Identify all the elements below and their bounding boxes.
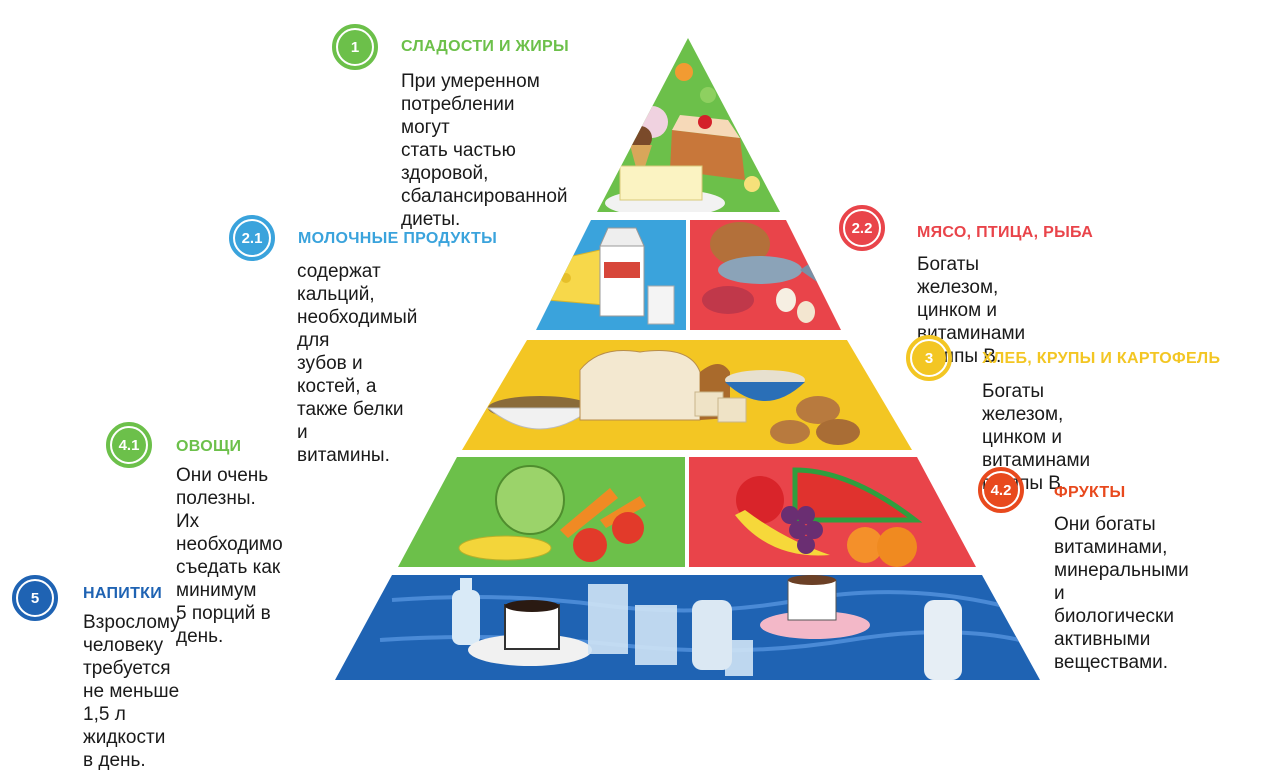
group-number: 4.1 bbox=[112, 428, 146, 462]
group-desc-line: При умеренном bbox=[401, 71, 540, 92]
group-number-badge: 4.1 bbox=[106, 422, 152, 468]
pyramid-tier-meat bbox=[690, 220, 841, 330]
watermelon-icon bbox=[792, 467, 923, 523]
group-number: 3 bbox=[912, 341, 946, 375]
group-desc-line: Они богаты bbox=[1054, 514, 1156, 535]
carrot-icon bbox=[560, 488, 646, 538]
bottle-icon bbox=[924, 600, 962, 680]
bottle-icon bbox=[692, 600, 732, 670]
group-desc-line: здоровой, bbox=[401, 163, 489, 184]
group-number: 2.1 bbox=[235, 221, 269, 255]
crackers-icon bbox=[694, 391, 747, 423]
group-title: МЯСО, ПТИЦА, РЫБА bbox=[917, 224, 1094, 241]
group-desc-line: стать частью bbox=[401, 140, 516, 161]
group-desc-line: Они очень полезны. bbox=[176, 465, 269, 509]
pyramid-tier-fruits bbox=[689, 457, 976, 567]
group-desc-line: витамины. bbox=[297, 445, 390, 466]
group-desc-line: Богаты железом, цинком и bbox=[982, 381, 1064, 448]
food-pyramid bbox=[335, 38, 1040, 680]
butter-icon bbox=[605, 165, 725, 212]
group-desc-line: сбалансированной bbox=[401, 186, 568, 207]
orange-icon bbox=[847, 527, 917, 567]
group-number: 4.2 bbox=[984, 473, 1018, 507]
group-number: 2.2 bbox=[845, 211, 879, 245]
pyramid-tier-dairy bbox=[536, 220, 686, 330]
group-number: 5 bbox=[18, 581, 52, 615]
group-number-badge: 3 bbox=[906, 335, 952, 381]
group-desc-line: Богаты железом, цинком и bbox=[917, 254, 999, 321]
group-desc-line: активными bbox=[1054, 629, 1151, 650]
cereal-bowl-icon bbox=[725, 370, 805, 401]
group-desc-line: биологически bbox=[1054, 606, 1174, 627]
cheese-icon bbox=[545, 249, 606, 306]
group-desc-line: также белки и bbox=[297, 399, 404, 443]
eggs-icon bbox=[776, 288, 815, 323]
coffee-cup-icon bbox=[760, 575, 870, 639]
group-desc-line: витаминами, bbox=[1054, 537, 1168, 558]
group-title: ХЛЕБ, КРУПЫ И КАРТОФЕЛЬ bbox=[982, 350, 1221, 367]
group-desc-line: Взрослому человеку bbox=[83, 612, 180, 656]
group-desc-line: 1,5 л жидкости в день. bbox=[83, 704, 166, 771]
group-desc-line: содержат кальций, bbox=[297, 261, 381, 305]
group-number-badge: 1 bbox=[332, 24, 378, 70]
group-desc-line: требуется не меньше bbox=[83, 658, 180, 702]
pyramid-tier-grains bbox=[462, 340, 912, 450]
group-number-badge: 5 bbox=[12, 575, 58, 621]
pyramid-tier-sweets bbox=[597, 38, 780, 212]
group-desc-line: веществами. bbox=[1054, 652, 1169, 673]
group-desc-line: необходимый для bbox=[297, 307, 418, 351]
milk-glass-icon bbox=[647, 285, 675, 325]
apple-icon bbox=[736, 476, 784, 524]
tomato-icon bbox=[573, 512, 644, 562]
group-number-badge: 4.2 bbox=[978, 467, 1024, 513]
grapes-icon bbox=[781, 506, 823, 554]
bottle-icon bbox=[452, 578, 480, 645]
group-number-badge: 2.1 bbox=[229, 215, 275, 261]
group-desc-line: потреблении могут bbox=[401, 94, 515, 138]
group-title: НАПИТКИ bbox=[83, 585, 163, 602]
pyramid-tier-drinks bbox=[335, 575, 1040, 680]
cabbage-icon bbox=[495, 465, 565, 535]
corn-icon bbox=[458, 535, 552, 561]
group-title: СЛАДОСТИ И ЖИРЫ bbox=[401, 38, 569, 55]
group-desc-line: зубов и костей, а bbox=[297, 353, 377, 397]
group-desc-line: диеты. bbox=[401, 209, 461, 230]
group-desc-line: съедать как минимум bbox=[176, 557, 281, 601]
steak-icon bbox=[702, 286, 754, 314]
group-number: 1 bbox=[338, 30, 372, 64]
group-number-badge: 2.2 bbox=[839, 205, 885, 251]
group-title: ФРУКТЫ bbox=[1054, 484, 1126, 501]
group-desc-line: 5 порций в день. bbox=[176, 603, 271, 647]
pyramid-tier-vegetables bbox=[398, 457, 685, 567]
coffee-cup-icon bbox=[468, 600, 592, 666]
banana-icon bbox=[735, 510, 830, 556]
chicken-icon bbox=[710, 222, 770, 266]
milk-carton-icon bbox=[599, 227, 645, 317]
group-desc-line: Их необходимо bbox=[176, 511, 283, 555]
cookies-icon bbox=[770, 396, 860, 445]
group-title: ОВОЩИ bbox=[176, 438, 242, 455]
group-title: МОЛОЧНЫЕ ПРОДУКТЫ bbox=[298, 230, 498, 247]
group-desc-line: минеральными и bbox=[1054, 560, 1189, 604]
